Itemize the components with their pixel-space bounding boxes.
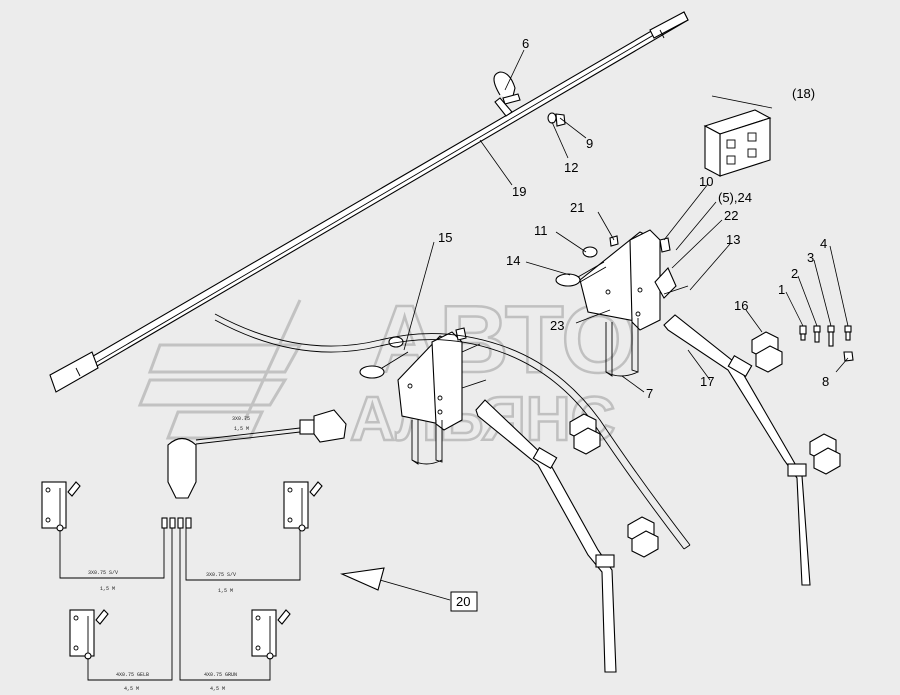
cable-length-bottom-left: 4,5 M bbox=[124, 686, 139, 692]
cable-length-top-left: 1,5 M bbox=[100, 586, 115, 592]
cable-label-top-left: 3X0.75 S/V bbox=[88, 570, 118, 576]
callout-3: 3 bbox=[807, 250, 814, 265]
callout-7: 7 bbox=[646, 386, 653, 401]
plug-connector: 3X0.75 1,5 M bbox=[167, 409, 347, 499]
callout-12: 12 bbox=[564, 160, 578, 175]
long-bar bbox=[49, 11, 689, 393]
callout-22: 22 bbox=[724, 208, 738, 223]
wiring-harness: 3X0.75 S/V 1,5 M 3X0.75 S/V 1,5 M 4X0.75… bbox=[41, 481, 323, 692]
callout-9: 9 bbox=[586, 136, 593, 151]
plug-cable-length: 1,5 M bbox=[234, 426, 249, 432]
callout-1: 1 bbox=[778, 282, 785, 297]
bolts bbox=[799, 325, 854, 362]
leader-lines bbox=[340, 49, 849, 601]
cable-label-bottom-left: 4X0.75 GELB bbox=[116, 672, 149, 678]
callout-4: 4 bbox=[820, 236, 827, 251]
callout-19: 19 bbox=[512, 184, 526, 199]
leg-right bbox=[663, 314, 811, 586]
callout-10: 10 bbox=[699, 174, 713, 189]
leg-center bbox=[475, 399, 617, 673]
cable-label-bottom-right: 4X0.75 GRUN bbox=[204, 672, 237, 678]
cable-length-top-right: 1,5 M bbox=[218, 588, 233, 594]
callout-11: 11 bbox=[534, 223, 548, 238]
callout-21: 21 bbox=[570, 200, 584, 215]
callout-23: 23 bbox=[550, 318, 564, 333]
cable-label-top-right: 3X0.75 S/V bbox=[206, 572, 236, 578]
callout-18: (18) bbox=[792, 86, 815, 101]
left-mount-plate bbox=[359, 327, 487, 465]
cable-length-bottom-right: 4,5 M bbox=[210, 686, 225, 692]
pin-and-ring bbox=[555, 246, 607, 287]
callout-17: 17 bbox=[700, 374, 714, 389]
bracket-18 bbox=[703, 109, 772, 177]
callout-20-box bbox=[450, 591, 478, 612]
callout-16: 16 bbox=[734, 298, 748, 313]
callout-13: 13 bbox=[726, 232, 740, 247]
callout-20: 20 bbox=[456, 594, 470, 609]
u-bolt bbox=[493, 71, 566, 127]
callout-14: 14 bbox=[506, 253, 520, 268]
watermark-logo: АВТО АЛЬЯНС bbox=[137, 285, 637, 455]
right-mount-plate bbox=[579, 229, 689, 377]
callout-15: 15 bbox=[438, 230, 452, 245]
clamp-blocks bbox=[569, 331, 841, 558]
callout-8: 8 bbox=[822, 374, 829, 389]
callout-5-24: (5),24 bbox=[718, 190, 752, 205]
hose bbox=[214, 313, 691, 550]
callout-2: 2 bbox=[791, 266, 798, 281]
callout-6: 6 bbox=[522, 36, 529, 51]
plug-cable-label: 3X0.75 bbox=[232, 416, 250, 422]
callout-labels: 6 9 12 19 (18) 10 (5),24 22 13 21 11 14 … bbox=[438, 36, 829, 612]
